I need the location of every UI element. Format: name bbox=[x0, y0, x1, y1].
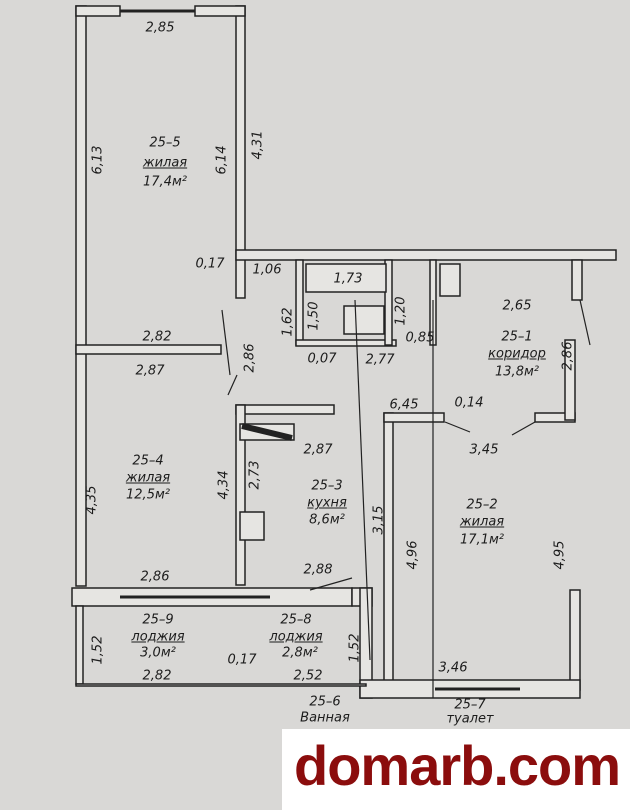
watermark-text: domarb.com bbox=[294, 734, 621, 797]
room-number: 25–1 bbox=[501, 329, 533, 345]
room-type: жилая bbox=[459, 514, 505, 530]
dimension-label: 0,85 bbox=[405, 330, 435, 346]
room-number: 25–3 bbox=[311, 478, 343, 494]
dimension-label: 1,20 bbox=[393, 296, 409, 326]
room-type: жилая bbox=[125, 470, 171, 486]
dimension-label: 6,14 bbox=[214, 145, 230, 175]
dimension-label: 2,52 bbox=[293, 668, 323, 684]
room-area: 12,5м² bbox=[126, 487, 170, 503]
room-number: 25–5 bbox=[149, 135, 181, 151]
dimension-label: 3,46 bbox=[438, 660, 468, 676]
room-type: коридор bbox=[488, 346, 546, 362]
dimension-label: 3,15 bbox=[371, 505, 387, 535]
room-type: жилая bbox=[142, 155, 188, 171]
dimension-label: 0,07 bbox=[307, 351, 337, 367]
room-area: 13,8м² bbox=[495, 364, 539, 380]
dimension-label: 1,52 bbox=[347, 633, 363, 663]
dimension-label: 2,87 bbox=[135, 363, 165, 379]
dimension-label: 2,65 bbox=[502, 298, 532, 314]
watermark: domarb.com bbox=[282, 729, 630, 810]
dimension-label: 2,73 bbox=[247, 460, 263, 490]
room-area: 17,1м² bbox=[460, 532, 504, 548]
room-type: лоджия bbox=[131, 629, 185, 645]
room-number: 25–8 bbox=[280, 612, 312, 628]
dimension-label: 1,52 bbox=[90, 635, 106, 665]
dimension-label: 0,17 bbox=[227, 652, 257, 668]
dimension-label: 2,82 bbox=[142, 668, 172, 684]
room-number: 25–4 bbox=[132, 453, 164, 469]
dimension-label: 6,13 bbox=[90, 145, 106, 175]
dimension-label: 2,86 bbox=[140, 569, 170, 585]
dimension-label: 6,45 bbox=[389, 397, 419, 413]
dimension-label: 2,82 bbox=[142, 329, 172, 345]
dimension-label: 0,17 bbox=[195, 256, 225, 272]
dimension-label: 4,95 bbox=[552, 540, 568, 570]
room-type: туалет bbox=[446, 711, 494, 727]
room-type: кухня bbox=[307, 495, 347, 511]
dimension-label: 2,88 bbox=[303, 562, 333, 578]
dimension-label: 2,87 bbox=[303, 442, 333, 458]
dimension-label: 2,85 bbox=[145, 20, 175, 36]
dimension-label: 2,86 bbox=[560, 341, 576, 371]
dimension-label: 0,14 bbox=[454, 395, 484, 411]
room-area: 2,8м² bbox=[282, 645, 318, 661]
dimension-label: 4,96 bbox=[405, 540, 421, 570]
dimension-label: 4,35 bbox=[84, 485, 100, 515]
room-number: 25–2 bbox=[466, 497, 498, 513]
room-number: 25–6 bbox=[309, 694, 341, 710]
dimension-label: 4,34 bbox=[216, 470, 232, 500]
dimension-label: 2,77 bbox=[365, 352, 395, 368]
dimension-label: 4,31 bbox=[250, 130, 266, 160]
dimension-label: 1,50 bbox=[306, 301, 322, 331]
room-number: 25–7 bbox=[454, 697, 486, 713]
room-type: Ванная bbox=[300, 710, 350, 726]
room-area: 17,4м² bbox=[143, 174, 187, 190]
room-number: 25–9 bbox=[142, 612, 174, 628]
dimension-label: 1,62 bbox=[280, 307, 296, 337]
dimension-label: 1,73 bbox=[333, 271, 363, 287]
room-area: 8,6м² bbox=[309, 512, 345, 528]
dimension-label: 2,86 bbox=[242, 343, 258, 373]
dimension-label: 3,45 bbox=[469, 442, 499, 458]
room-type: лоджия bbox=[269, 629, 323, 645]
dimension-label: 1,06 bbox=[252, 262, 282, 278]
room-area: 3,0м² bbox=[140, 645, 176, 661]
